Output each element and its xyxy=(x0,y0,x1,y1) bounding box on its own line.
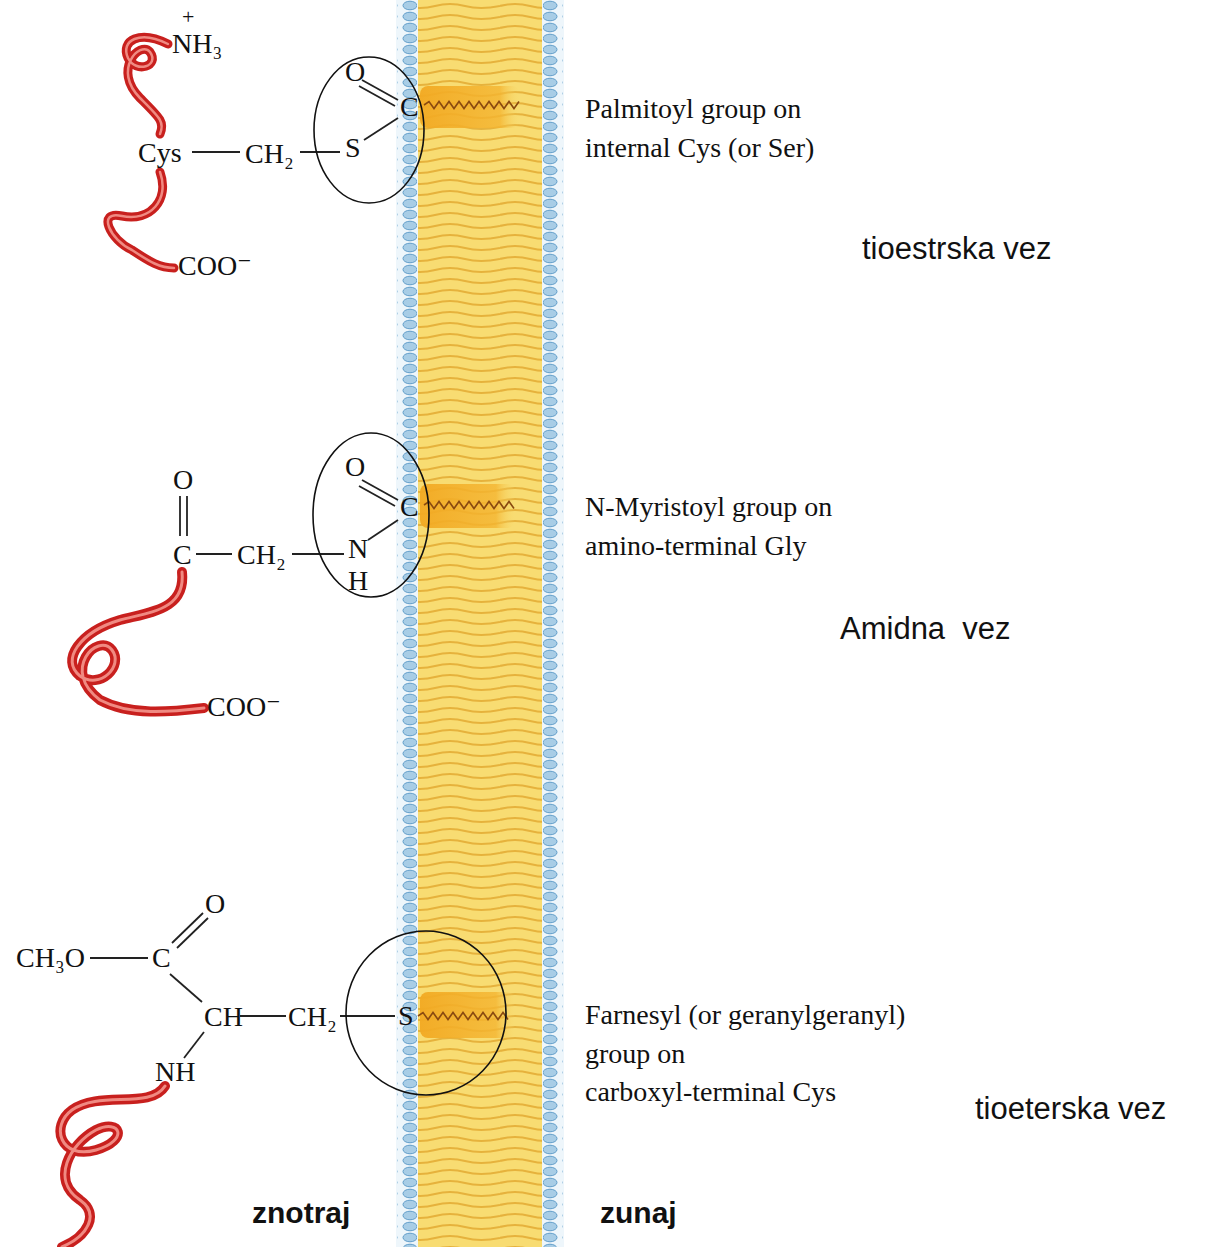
atom-symbol: S xyxy=(398,1002,414,1030)
text-line: N-Myristoyl group on xyxy=(585,488,832,527)
bond-type-label: Amidna vez xyxy=(840,613,1011,644)
amine-group: NH xyxy=(155,1058,195,1086)
bond-type-label: tioestrska vez xyxy=(862,233,1052,264)
group-label: Palmitoyl group on internal Cys (or Ser) xyxy=(585,90,814,167)
amino-group: NH₃ xyxy=(172,30,222,58)
methoxy-group: CH₃O xyxy=(16,944,85,972)
bond-type-label: tioeterska vez xyxy=(975,1093,1166,1124)
side-label: znotraj xyxy=(252,1198,350,1228)
ellipse-outline xyxy=(345,930,507,1096)
carbon-atom: C xyxy=(173,541,192,569)
methylene-group: CH₂ xyxy=(245,140,294,168)
highlight-ellipse: O C NH xyxy=(312,432,430,598)
methylene-group: CH₂ xyxy=(288,1003,337,1031)
acyl-chain xyxy=(424,102,519,109)
atom-symbol: H xyxy=(348,567,368,595)
acyl-chain xyxy=(424,502,514,509)
carbon-atom: C xyxy=(152,944,171,972)
oxygen-atom: O xyxy=(173,466,193,494)
text-line: carboxyl-terminal Cys xyxy=(585,1073,905,1112)
atom-symbol: C xyxy=(400,93,419,121)
acyl-chain xyxy=(418,1013,508,1020)
text-line: group on xyxy=(585,1035,905,1074)
side-label: zunaj xyxy=(600,1198,677,1228)
oxygen-atom: O xyxy=(205,890,225,918)
methine-group: CH xyxy=(204,1003,243,1031)
text-line: internal Cys (or Ser) xyxy=(585,129,814,168)
residue-name: Cys xyxy=(138,139,182,167)
atom-symbol: N xyxy=(348,535,368,563)
group-label: Farnesyl (or geranylgeranyl) group on ca… xyxy=(585,996,905,1112)
atom-symbol: O xyxy=(345,453,365,481)
text-line: Farnesyl (or geranylgeranyl) xyxy=(585,996,905,1035)
ellipse-outline xyxy=(313,56,425,204)
group-label: N-Myristoyl group on amino-terminal Gly xyxy=(585,488,832,565)
text-line: amino-terminal Gly xyxy=(585,527,832,566)
atom-symbol: S xyxy=(345,134,361,162)
charge-sign: + xyxy=(182,6,194,28)
carboxyl-group: COO⁻ xyxy=(178,252,252,280)
methylene-group: CH₂ xyxy=(237,541,286,569)
atom-symbol: O xyxy=(345,58,365,86)
carboxyl-group: COO⁻ xyxy=(207,693,281,721)
text-line: Palmitoyl group on xyxy=(585,90,814,129)
highlight-ellipse: S xyxy=(345,930,507,1096)
highlight-ellipse: O C S xyxy=(313,56,425,204)
atom-symbol: C xyxy=(400,493,419,521)
